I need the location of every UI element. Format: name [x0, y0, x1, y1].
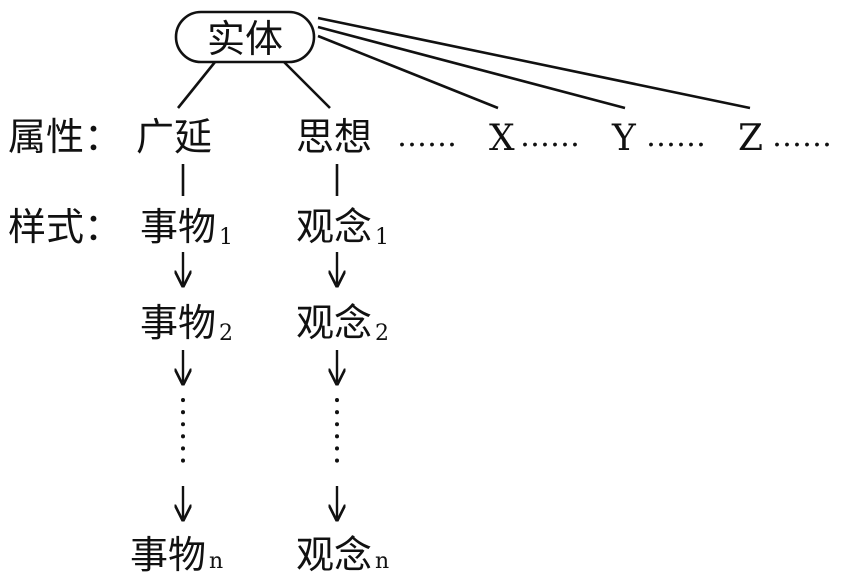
- attribute-x: X: [489, 118, 515, 159]
- edge-substance-z: [317, 16, 751, 110]
- edge-substance-extension: [176, 61, 217, 109]
- attribute-z: Z: [738, 118, 763, 159]
- edge-substance-y: [317, 25, 626, 110]
- ellipsis-1: ……: [397, 119, 457, 154]
- attributes-label: 属性：: [8, 115, 122, 159]
- modes-label: 样式：: [8, 205, 122, 249]
- ellipsis-2: ……: [520, 119, 580, 154]
- edge-substance-thought: [283, 61, 331, 109]
- substance-node: [174, 10, 316, 64]
- attribute-extension: 广延: [136, 115, 212, 159]
- substance-label: 实体: [207, 17, 283, 61]
- edge-substance-x: [317, 34, 499, 110]
- ellipsis-4: ……: [772, 119, 832, 154]
- attribute-thought: 思想: [296, 115, 372, 159]
- attribute-y: Y: [611, 118, 637, 159]
- ellipsis-3: ……: [646, 119, 706, 154]
